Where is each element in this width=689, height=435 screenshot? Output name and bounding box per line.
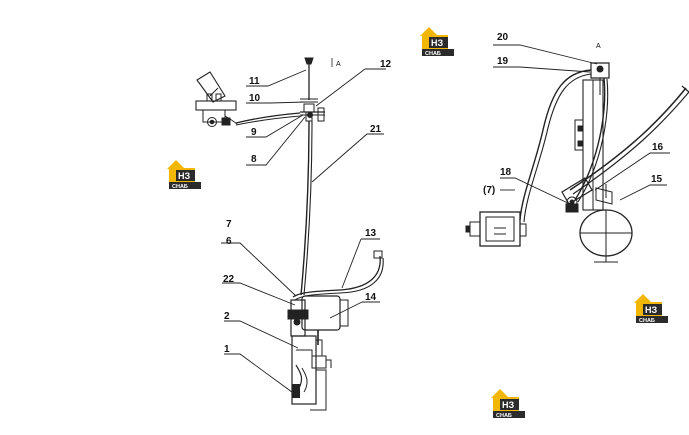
right-assembly [465,44,689,263]
callout-6: 6 [226,236,232,247]
leaders-left [221,68,386,396]
callout-15: 15 [651,174,663,185]
long-cable [300,120,313,296]
drum [579,209,633,263]
svg-text:НЗ: НЗ [431,38,443,48]
callout-20: 20 [497,32,509,43]
callout-labels: 11 10 12 9 8 21 7 6 13 22 14 2 1 20 19 1… [223,32,664,355]
motor-block [465,211,527,247]
svg-text:НЗ: НЗ [502,400,514,410]
valve-body [287,295,349,411]
callout-21: 21 [370,124,382,135]
callout-7: 7 [226,219,232,230]
svg-text:СНАБ: СНАБ [496,413,512,419]
nzsnab-logo-icon: НЗ СНАБ [167,160,201,190]
callout-10: 10 [249,93,261,104]
pedal-unit [195,71,238,127]
callout-19: 19 [497,56,509,67]
long-lever [569,85,689,195]
callout-13: 13 [365,228,377,239]
nzsnab-logo-icon: НЗ СНАБ [420,27,454,57]
callout-9: 9 [251,127,257,138]
callout-18: 18 [500,167,512,178]
callout-1: 1 [224,344,230,355]
view-marks: A A [331,43,601,68]
nzsnab-logo-icon: НЗ СНАБ [634,294,668,324]
nzsnab-logo-icon: НЗ СНАБ [491,389,525,419]
cable-16 [574,77,609,203]
callout-16: 16 [652,142,664,153]
leaders-right [493,44,670,206]
view-mark-left: A [336,61,341,68]
callout-11: 11 [249,76,260,87]
view-mark-right: A [596,43,601,50]
joint-assembly [561,177,613,213]
svg-text:НЗ: НЗ [178,171,190,181]
callout-12: 12 [380,59,392,70]
top-clamp [590,62,610,95]
callout-8: 8 [251,154,257,165]
bracket-and-cable [235,107,325,126]
svg-text:СНАБ: СНАБ [172,184,188,190]
hose-19 [519,69,592,223]
mount-plate [574,79,604,211]
svg-text:СНАБ: СНАБ [425,51,441,57]
callout-7-ref: (7) [483,185,495,196]
callout-2: 2 [224,311,230,322]
svg-text:НЗ: НЗ [645,305,657,315]
callout-14: 14 [365,292,377,303]
callout-22: 22 [223,274,235,285]
svg-text:СНАБ: СНАБ [639,318,655,324]
left-assembly [195,57,386,411]
